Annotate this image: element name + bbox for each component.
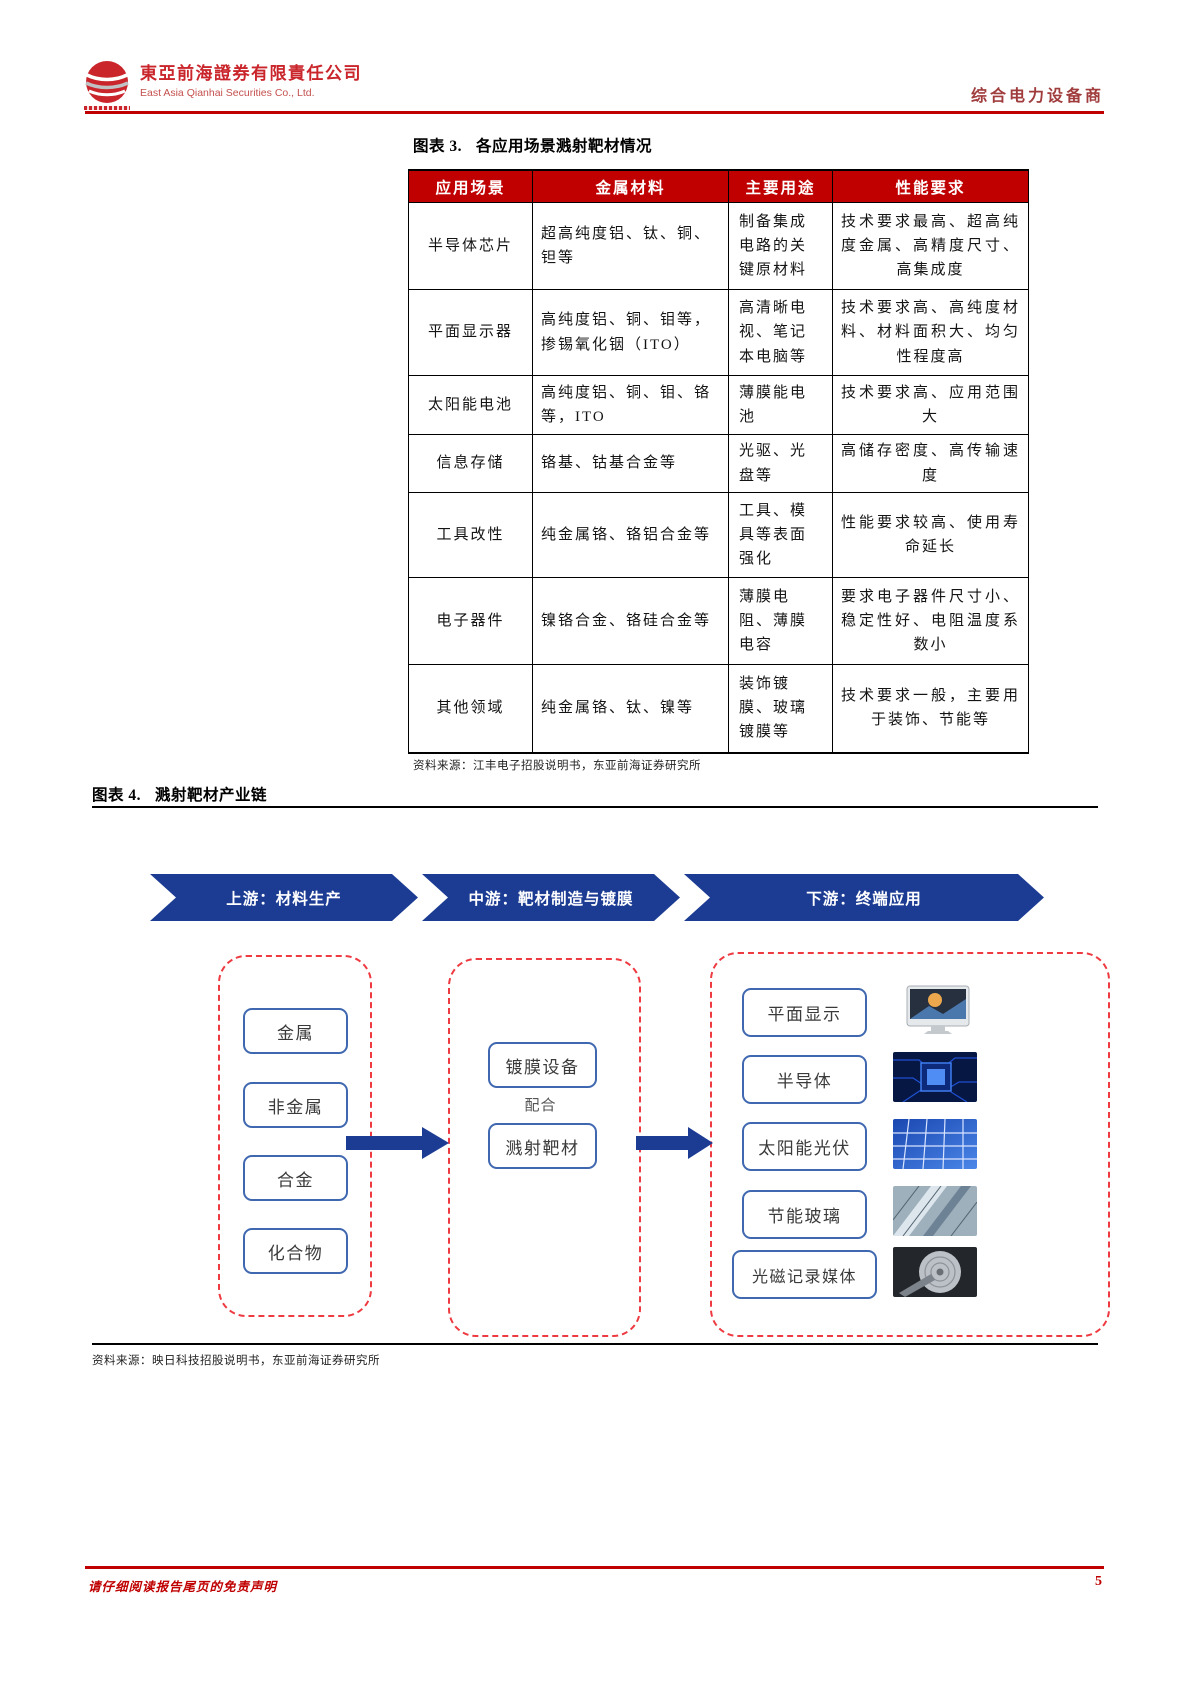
table-cell: 纯金属铬、铬铝合金等 xyxy=(532,492,729,578)
arrow-mid-to-down-icon xyxy=(636,1127,713,1159)
table-cell: 超高纯度铝、钛、铜、钽等 xyxy=(532,202,729,290)
table-cell: 光驱、光盘等 xyxy=(728,434,833,493)
figure4-source: 资料来源：映日科技招股说明书，东亚前海证券研究所 xyxy=(92,1355,380,1367)
figure4-bottom-rule xyxy=(92,1343,1098,1345)
banner-upstream: 上游：材料生产 xyxy=(150,874,418,921)
logo-caption xyxy=(84,106,130,110)
node-optical-magnetic-media: 光磁记录媒体 xyxy=(732,1250,877,1299)
figure4-title: 图表 4. 溅射靶材产业链 xyxy=(92,783,267,805)
banner-downstream: 下游：终端应用 xyxy=(684,874,1044,921)
table-cell: 高储存密度、高传输速度 xyxy=(832,434,1029,493)
table-header-row: 应用场景 金属材料 主要用途 性能要求 xyxy=(408,169,1029,203)
midstream-connector-label: 配合 xyxy=(524,1098,557,1114)
node-energy-saving-glass: 节能玻璃 xyxy=(742,1190,867,1239)
chip-photo-icon xyxy=(893,1052,977,1102)
table-row: 平面显示器 高纯度铝、铜、钼等，掺锡氧化铟（ITO） 高清晰电视、笔记本电脑等 … xyxy=(408,289,1029,376)
downstream-group-box xyxy=(710,952,1110,1337)
node-metal: 金属 xyxy=(243,1008,348,1054)
table-cell: 技术要求最高、超高纯度金属、高精度尺寸、高集成度 xyxy=(832,202,1029,290)
table-header-cell: 金属材料 xyxy=(532,169,729,203)
company-name-en: East Asia Qianhai Securities Co., Ltd. xyxy=(140,87,315,100)
figure3-title: 图表 3. 各应用场景溅射靶材情况 xyxy=(413,134,652,156)
node-solar-pv: 太阳能光伏 xyxy=(742,1122,867,1171)
table-cell: 高纯度铝、铜、钼等，掺锡氧化铟（ITO） xyxy=(532,289,729,376)
node-nonmetal: 非金属 xyxy=(243,1082,348,1128)
figure3-source: 资料来源：江丰电子招股说明书，东亚前海证券研究所 xyxy=(413,760,701,772)
node-sputtering-target: 溅射靶材 xyxy=(488,1123,597,1169)
table-row: 信息存储 铬基、钴基合金等 光驱、光盘等 高储存密度、高传输速度 xyxy=(408,434,1029,493)
report-category: 综合电力设备商 xyxy=(970,88,1104,105)
node-alloy: 合金 xyxy=(243,1155,348,1201)
figure4-label: 图表 4. xyxy=(92,787,142,804)
footer-divider xyxy=(85,1566,1104,1569)
table-cell: 薄膜能电池 xyxy=(728,375,833,435)
solar-panel-photo-icon xyxy=(893,1119,977,1169)
table-header-cell: 应用场景 xyxy=(408,169,533,203)
monitor-photo-icon xyxy=(893,985,977,1035)
figure3-caption: 各应用场景溅射靶材情况 xyxy=(476,138,653,155)
table-cell: 电子器件 xyxy=(408,577,533,665)
table-cell: 性能要求较高、使用寿命延长 xyxy=(832,492,1029,578)
table-cell: 纯金属铬、钛、镍等 xyxy=(532,664,729,753)
table-cell: 装饰镀膜、玻璃镀膜等 xyxy=(728,664,833,753)
table-row: 太阳能电池 高纯度铝、铜、钼、铬等，ITO 薄膜能电池 技术要求高、应用范围大 xyxy=(408,375,1029,435)
footer-disclaimer: 请仔细阅读报告尾页的免责声明 xyxy=(88,1580,278,1594)
table-cell: 太阳能电池 xyxy=(408,375,533,435)
node-semiconductor: 半导体 xyxy=(742,1055,867,1104)
table-cell: 工具改性 xyxy=(408,492,533,578)
table-row: 半导体芯片 超高纯度铝、钛、铜、钽等 制备集成电路的关键原材料 技术要求最高、超… xyxy=(408,202,1029,290)
table-cell: 技术要求高、应用范围大 xyxy=(832,375,1029,435)
company-logo-icon xyxy=(85,61,129,103)
table-cell: 制备集成电路的关键原材料 xyxy=(728,202,833,290)
table-header-cell: 主要用途 xyxy=(728,169,833,203)
table-cell: 铬基、钴基合金等 xyxy=(532,434,729,493)
table-row: 电子器件 镍铬合金、铬硅合金等 薄膜电阻、薄膜电容 要求电子器件尺寸小、稳定性好… xyxy=(408,577,1029,665)
arrow-up-to-mid-icon xyxy=(346,1127,449,1159)
table-cell: 其他领域 xyxy=(408,664,533,753)
table-cell: 技术要求一般，主要用于装饰、节能等 xyxy=(832,664,1029,753)
table-cell: 平面显示器 xyxy=(408,289,533,376)
glass-building-photo-icon xyxy=(893,1186,977,1236)
node-flat-display: 平面显示 xyxy=(742,988,867,1037)
company-name-block: 東亞前海證券有限責任公司 East Asia Qianhai Securitie… xyxy=(140,63,362,100)
table-cell: 高纯度铝、铜、钼、铬等，ITO xyxy=(532,375,729,435)
table-cell: 信息存储 xyxy=(408,434,533,493)
table-cell: 镍铬合金、铬硅合金等 xyxy=(532,577,729,665)
table-cell: 技术要求高、高纯度材料、材料面积大、均匀性程度高 xyxy=(832,289,1029,376)
node-coating-equipment: 镀膜设备 xyxy=(488,1042,597,1088)
figure4-caption: 溅射靶材产业链 xyxy=(155,787,268,804)
table-cell: 半导体芯片 xyxy=(408,202,533,290)
hard-disk-photo-icon xyxy=(893,1247,977,1297)
application-scenarios-table: 应用场景 金属材料 主要用途 性能要求 半导体芯片 超高纯度铝、钛、铜、钽等 制… xyxy=(408,169,1029,754)
table-cell: 高清晰电视、笔记本电脑等 xyxy=(728,289,833,376)
company-name-cn: 東亞前海證券有限責任公司 xyxy=(140,64,362,83)
table-cell: 要求电子器件尺寸小、稳定性好、电阻温度系数小 xyxy=(832,577,1029,665)
table-cell: 工具、模具等表面强化 xyxy=(728,492,833,578)
table-row: 其他领域 纯金属铬、钛、镍等 装饰镀膜、玻璃镀膜等 技术要求一般，主要用于装饰、… xyxy=(408,664,1029,753)
table-header-cell: 性能要求 xyxy=(832,169,1029,203)
header-divider xyxy=(85,111,1104,114)
figure4-top-rule xyxy=(92,806,1098,808)
figure3-label: 图表 3. xyxy=(413,138,463,155)
page-number: 5 xyxy=(1095,1574,1102,1589)
node-compound: 化合物 xyxy=(243,1228,348,1274)
table-cell: 薄膜电阻、薄膜电容 xyxy=(728,577,833,665)
banner-midstream: 中游：靶材制造与镀膜 xyxy=(422,874,680,921)
table-row: 工具改性 纯金属铬、铬铝合金等 工具、模具等表面强化 性能要求较高、使用寿命延长 xyxy=(408,492,1029,578)
